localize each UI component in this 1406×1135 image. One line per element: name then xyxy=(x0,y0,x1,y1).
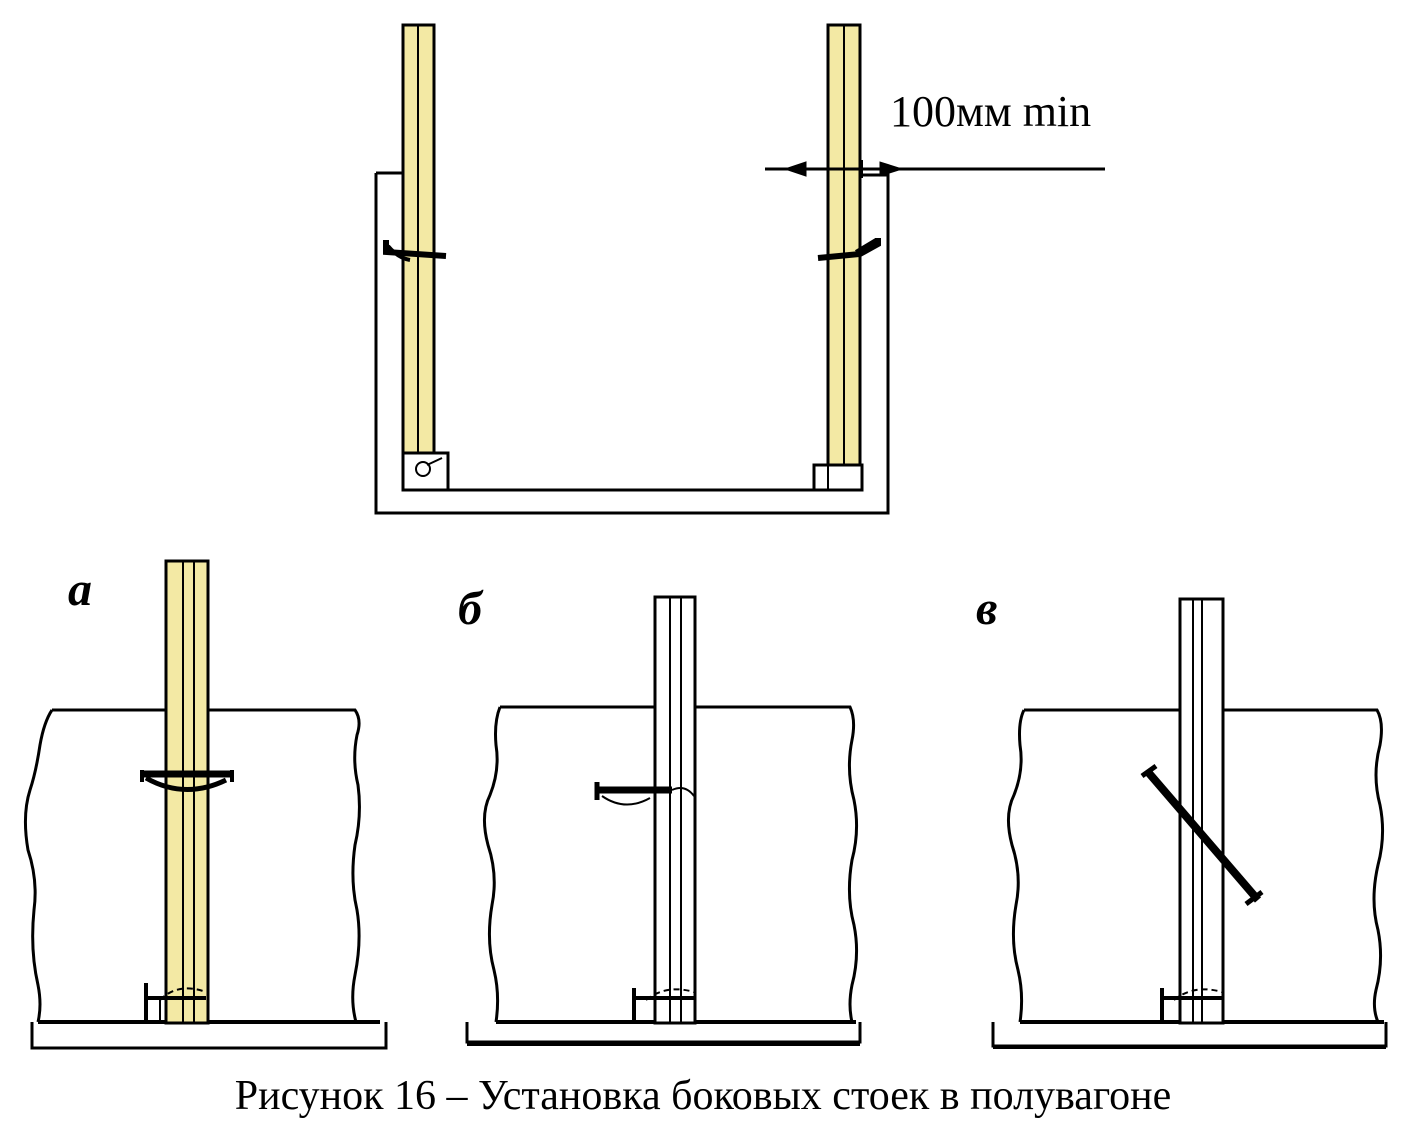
dimension-label: 100мм min xyxy=(890,87,1091,136)
panel-a-bottom-fastener xyxy=(144,983,206,1020)
figure-caption: Рисунок 16 – Установка боковых стоек в п… xyxy=(234,1073,1172,1119)
right-stake-wire-tie xyxy=(817,238,881,261)
panel-c-diagonal-wire xyxy=(1144,769,1262,903)
panel-c-floor xyxy=(991,1022,1388,1048)
car-body-outer xyxy=(374,173,890,515)
panel-b-bottom-fastener xyxy=(632,988,694,1020)
panel-b-letter: б xyxy=(458,582,484,635)
panel-b-wall xyxy=(483,705,859,1023)
gondola-cross-section xyxy=(374,23,1105,515)
panel-c xyxy=(991,597,1388,1049)
panel-c-bottom-fastener xyxy=(1160,988,1222,1020)
panel-b-floor xyxy=(465,1022,862,1044)
panel-b-stake xyxy=(653,595,697,1025)
left-stake xyxy=(383,23,450,492)
right-stake-pocket xyxy=(812,463,864,492)
panel-a xyxy=(23,559,388,1050)
right-stake xyxy=(812,23,881,492)
panel-b xyxy=(465,595,862,1046)
panel-a-letter: а xyxy=(68,563,92,616)
panel-a-floor xyxy=(30,1022,388,1050)
left-stake-wire-tie xyxy=(383,240,447,259)
left-stake-pocket xyxy=(401,451,450,492)
panel-a-wall xyxy=(23,708,361,1023)
dimension-line xyxy=(765,160,1105,178)
panel-c-letter: в xyxy=(976,582,997,635)
panel-c-wall xyxy=(1007,708,1385,1023)
